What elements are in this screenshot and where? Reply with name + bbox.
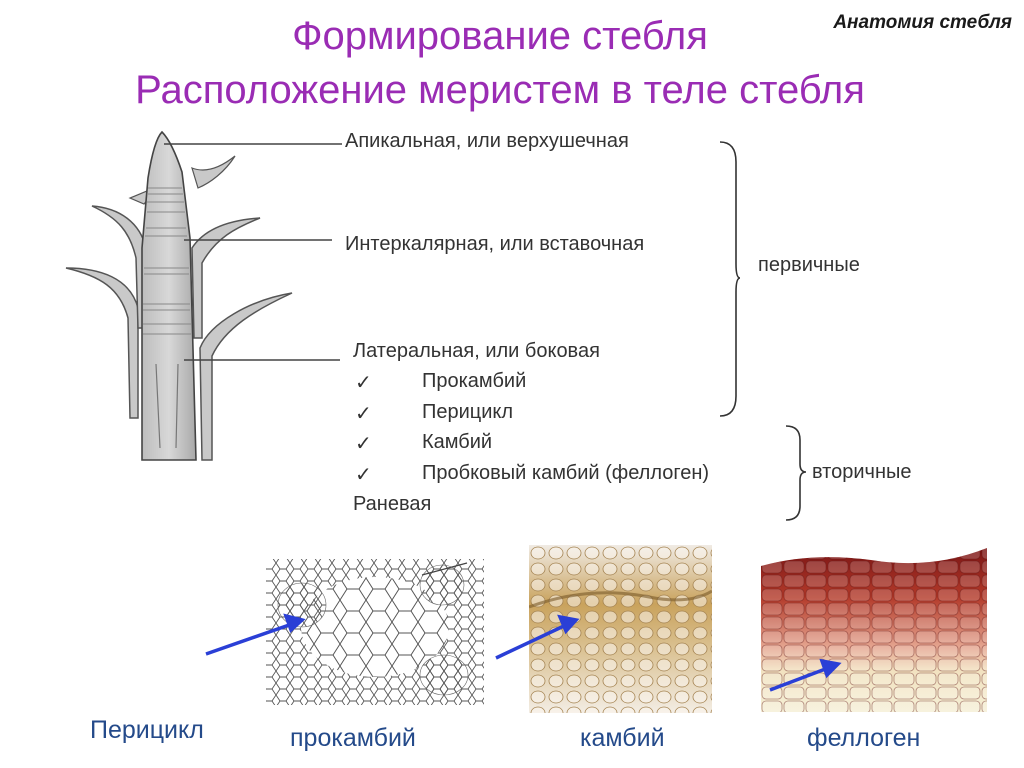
label-lateral: Латеральная, или боковая [353,340,600,362]
slide-title: Формирование стебля [292,14,708,58]
label-intercalary: Интеркалярная, или вставочная [345,233,645,255]
check-icon: ✓ [355,464,372,486]
secondary-brace [785,425,807,521]
procambium-micrograph [266,559,484,705]
check-icon: ✓ [355,433,372,455]
caption-procambium: прокамбий [290,724,416,752]
check-icon: ✓ [355,403,372,425]
label-procambium: Прокамбий [422,370,527,392]
label-wound: Раневая [353,493,432,515]
caption-phellogen: феллоген [807,724,921,752]
topic-label: Анатомия стебля [833,12,1012,33]
label-phellogen: Пробковый камбий (феллоген) [422,462,710,484]
primary-brace [719,141,741,417]
label-cambium: Камбий [422,431,493,453]
caption-pericycle: Перицикл [90,716,204,744]
check-icon: ✓ [355,372,372,394]
caption-cambium: камбий [580,724,665,752]
group-secondary: вторичные [812,461,912,483]
label-apical: Апикальная, или верхушечная [345,130,629,152]
stem-diagram [65,130,342,461]
group-primary: первичные [758,254,860,276]
slide-subtitle: Расположение меристем в теле стебля [135,68,865,112]
label-pericycle: Перицикл [422,401,514,423]
